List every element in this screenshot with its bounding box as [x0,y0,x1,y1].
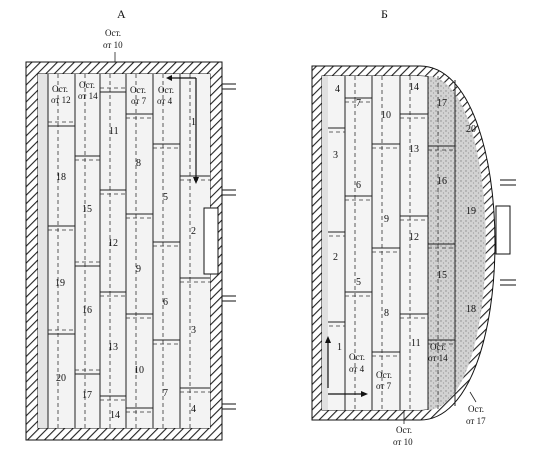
cell-b-9: 9 [384,214,389,225]
dashed-seams-b [322,76,455,410]
cell-4: 4 [191,404,196,415]
stipple-zone-b [428,76,486,410]
ost-b-4-line2: от 4 [349,364,365,374]
cell-b-12: 12 [409,232,419,243]
cell-b-10: 10 [381,110,391,121]
cell-17: 17 [82,390,92,401]
title-a: А [117,7,126,21]
cell-13: 13 [108,342,118,353]
cell-b-4: 4 [335,84,340,95]
column-lines-b [344,76,456,410]
edge-strip-a [38,74,48,428]
edge-strip-b [322,76,328,410]
ost-b-7-line2: от 7 [376,381,392,391]
arrow-head-top [166,75,172,81]
ost-12-line1: Ост. [52,84,68,94]
ost-b-7-line1: Ост. [376,370,392,380]
ost-14-line2: от 14 [78,91,98,101]
ost-12-line2: от 12 [51,95,71,105]
cell-8: 8 [136,158,141,169]
cell-b-11: 11 [411,338,421,349]
cell-b-8: 8 [384,308,389,319]
ost-b-14-line1: Ост. [430,342,446,352]
block-dividers-a [48,91,210,409]
block-dividers-b [322,97,455,353]
ost-b-4-line1: Ост. [349,352,365,362]
panel-a: А Ост. от 10 [25,7,236,441]
cell-6: 6 [163,297,168,308]
cell-19: 19 [55,278,65,289]
cell-b-18: 18 [466,304,476,315]
cell-10: 10 [134,365,144,376]
ost-7-line1: Ост. [130,85,146,95]
ost-b-10-line1: Ост. [396,425,412,435]
cell-18: 18 [56,172,66,183]
cell-20: 20 [56,373,66,384]
cell-b-5: 5 [356,277,361,288]
ost-14-line1: Ост. [79,80,95,90]
cell-12: 12 [108,238,118,249]
cell-b-2: 2 [333,252,338,263]
ost-4-line2: от 4 [157,96,173,106]
arrow-head-right [361,391,368,397]
panel-b: Б [311,7,516,447]
cell-16: 16 [82,305,92,316]
cell-9: 9 [136,264,141,275]
cell-7: 7 [163,388,168,399]
cell-b-16: 16 [437,176,447,187]
cell-1: 1 [191,117,196,128]
ost-b-17-line1: Ост. [468,404,484,414]
cell-b-17: 17 [437,98,447,109]
arrow-head-side [193,177,199,184]
column-lines-a [47,74,181,428]
cell-11: 11 [109,126,119,137]
ost-4-line1: Ост. [158,85,174,95]
pipes-b [500,179,516,286]
cell-b-20: 20 [466,124,476,135]
cell-3: 3 [191,325,196,336]
pipes-a [222,83,236,410]
cell-b-19: 19 [466,206,476,217]
cell-b-6: 6 [356,180,361,191]
cell-b-15: 15 [437,270,447,281]
cell-14: 14 [110,410,120,421]
cell-5: 5 [163,192,168,203]
room-floor-a [38,74,210,428]
cell-b-1: 1 [337,342,342,353]
cell-b-13: 13 [409,144,419,155]
ost-7-line2: от 7 [131,96,147,106]
cell-2: 2 [191,226,196,237]
label-ot10-top: от 10 [103,40,123,50]
ost-b-10-line2: от 10 [393,437,413,447]
arrow-head-up [325,336,331,343]
title-b: Б [381,7,388,21]
cell-15: 15 [82,204,92,215]
cell-b-7: 7 [356,98,361,109]
door-b [495,205,511,255]
ost-b-17-line2: от 17 [466,416,486,426]
cell-b-3: 3 [333,150,338,161]
label-ost-top: Ост. [105,28,121,38]
ost-b-14-line2: от 14 [428,353,448,363]
door-a [203,207,219,275]
cell-b-14: 14 [409,82,419,93]
leader-b-17 [469,391,477,403]
